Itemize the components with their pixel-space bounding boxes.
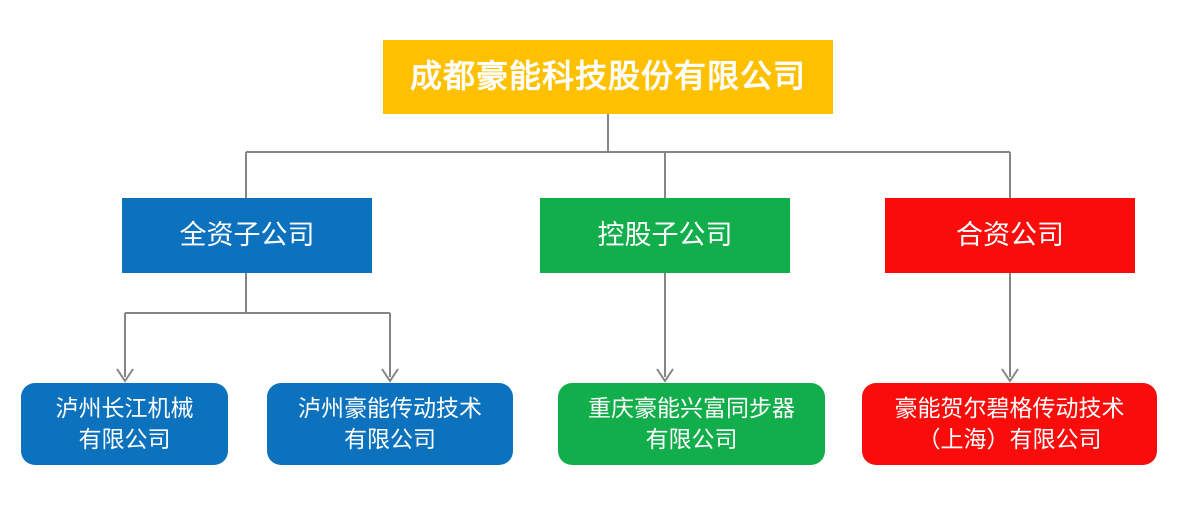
arrowhead-leaf3 xyxy=(1001,368,1019,383)
company-name-line1: 重庆豪能兴富同步器 xyxy=(588,394,795,421)
org-node-joint-ventures: 合资公司 xyxy=(885,198,1135,273)
company-name-line1: 豪能贺尔碧格传动技术 xyxy=(894,394,1125,421)
company-name-line2: 有限公司 xyxy=(645,426,738,452)
arrowhead-leaf0 xyxy=(116,368,134,383)
company-name-line1: 泸州豪能传动技术 xyxy=(298,394,482,421)
arrowhead-leaf2 xyxy=(656,368,674,383)
company-name-line2: （上海）有限公司 xyxy=(917,426,1102,452)
org-node-holding-subsidiaries: 控股子公司 xyxy=(540,198,790,273)
arrowhead-leaf1 xyxy=(381,368,399,383)
org-node-luzhou-changjiang-machinery: 泸州长江机械 有限公司 xyxy=(21,383,228,465)
company-name-line1: 泸州长江机械 xyxy=(55,394,194,421)
org-node-root: 成都豪能科技股份有限公司 xyxy=(383,40,833,114)
org-node-chongqing-haoneng-xingfu-synchronizer: 重庆豪能兴富同步器 有限公司 xyxy=(558,383,825,465)
org-node-wholly-owned-subsidiaries: 全资子公司 xyxy=(122,198,372,273)
org-node-haoneng-hoerbiger-shanghai: 豪能贺尔碧格传动技术 （上海）有限公司 xyxy=(862,383,1157,465)
company-name-line2: 有限公司 xyxy=(344,426,436,452)
company-name-line2: 有限公司 xyxy=(78,426,171,452)
org-node-luzhou-haoneng-transmission: 泸州豪能传动技术 有限公司 xyxy=(267,383,513,465)
